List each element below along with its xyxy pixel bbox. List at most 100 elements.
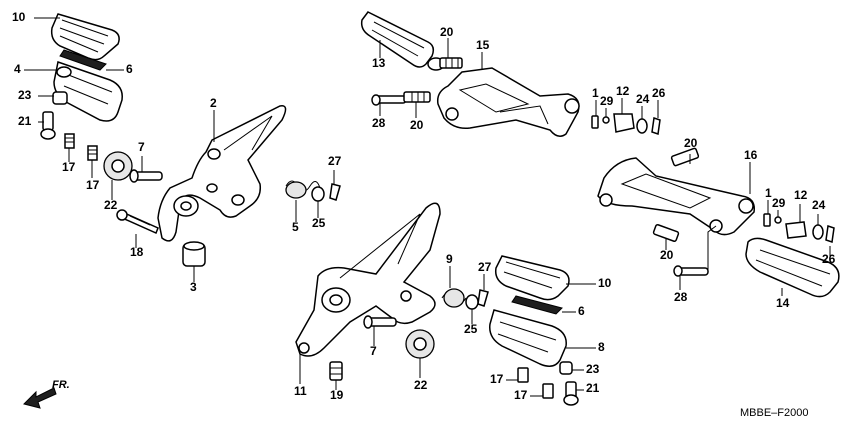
bolt-18: [116, 209, 159, 235]
bolt-1-upper: [591, 115, 599, 129]
rubber-23-right: [559, 361, 573, 375]
bolt-1-lower: [763, 213, 771, 227]
bracket-15: [436, 67, 580, 137]
bolt-19: [329, 361, 343, 381]
callout-4: 4: [14, 62, 21, 76]
damper-22-left: [103, 151, 133, 181]
callout-11: 11: [294, 384, 307, 398]
callout-6-topleft: 6: [126, 62, 133, 76]
callout-12-upper: 12: [616, 84, 630, 98]
washer-25-left: [311, 186, 325, 202]
bolt-17-right-lower: [542, 383, 554, 399]
callout-17-c: 17: [490, 372, 504, 386]
right-footpeg-assembly: [489, 255, 579, 406]
footpeg-plate-left: [59, 49, 107, 71]
bolt-20-middle: [403, 91, 431, 103]
footpeg-plate-right: [511, 295, 563, 315]
pin-7-left: [129, 169, 163, 183]
collar-3: [182, 241, 206, 267]
callout-16: 16: [744, 148, 758, 162]
callout-29-upper: 29: [600, 94, 614, 108]
callout-7-lower: 7: [370, 344, 377, 358]
callout-20-a: 20: [440, 25, 454, 39]
callout-20-b: 20: [410, 118, 424, 132]
callout-29-lower: 29: [772, 196, 786, 210]
callout-17-a: 17: [62, 160, 76, 174]
footpeg-rubber-left: [50, 13, 120, 61]
part-24-lower: [812, 224, 824, 240]
callout-14: 14: [776, 296, 790, 310]
rubber-23-left: [52, 91, 68, 105]
footpeg-rubber-right: [494, 255, 570, 301]
washer-29-upper: [602, 116, 610, 124]
callout-17-b: 17: [86, 178, 100, 192]
callout-22-lower: 22: [414, 378, 428, 392]
cotter-pin-27-left: [329, 183, 341, 201]
bracket-11: [295, 202, 441, 357]
callout-28-upper: 28: [372, 116, 386, 130]
callout-labels: 10 4 6 23 21 17 17 22 7 18 2 3 5 25 27 1…: [12, 10, 836, 402]
callout-7-topleft: 7: [138, 140, 145, 154]
part-26-upper: [651, 117, 661, 135]
callout-24-upper: 24: [636, 92, 650, 106]
bracket-15-assembly: [360, 11, 661, 137]
callout-25-topleft: 25: [312, 216, 326, 230]
callout-22-topleft: 22: [104, 198, 118, 212]
pin-28-upper: [371, 94, 407, 106]
callout-19: 19: [330, 388, 344, 402]
leader-lines: [24, 17, 831, 397]
bracket-16: [597, 157, 755, 236]
callout-5: 5: [292, 220, 299, 234]
callout-17-d: 17: [514, 388, 528, 402]
pin-21-left: [40, 111, 56, 140]
arrow-icon: [23, 387, 57, 409]
callout-10-lower: 10: [598, 276, 612, 290]
bracket-16-assembly: [597, 147, 840, 298]
bolt-17-lower: [87, 145, 98, 161]
spring-9: [441, 288, 467, 308]
left-footpeg-assembly: [40, 13, 341, 267]
diagram-code: MBBE–F2000: [740, 407, 808, 419]
part-12-upper: [613, 113, 635, 133]
callout-25-lower: 25: [464, 322, 478, 336]
part-12-lower: [785, 221, 807, 239]
cotter-pin-27-lower: [477, 289, 489, 307]
callout-8: 8: [598, 340, 605, 354]
callout-1-upper: 1: [592, 86, 599, 100]
spring-5-left: [285, 180, 321, 199]
callout-12-lower: 12: [794, 188, 808, 202]
footpeg-body-right: [489, 309, 567, 367]
callout-26-upper: 26: [652, 86, 666, 100]
callout-1-lower: 1: [765, 186, 772, 200]
callout-23-lower: 23: [586, 362, 600, 376]
pin-7-lower: [363, 315, 397, 329]
callout-28-lower: 28: [674, 290, 688, 304]
bracket-11-assembly: [295, 202, 489, 381]
bolt-20-right-upper: [670, 147, 700, 167]
damper-22-lower: [405, 329, 435, 359]
part-24-upper: [636, 118, 648, 134]
bolt-20-upper: [439, 57, 463, 69]
callout-20-c: 20: [684, 136, 698, 150]
callout-24-lower: 24: [812, 198, 826, 212]
front-direction-indicator: FR.: [23, 379, 70, 409]
pin-28-lower: [673, 265, 709, 277]
callout-18: 18: [130, 245, 144, 259]
callout-3: 3: [190, 280, 197, 294]
bolt-20-right-lower: [652, 224, 680, 242]
washer-29-lower: [774, 216, 782, 224]
callout-21-lower: 21: [586, 381, 600, 395]
callout-10-topleft: 10: [12, 10, 26, 24]
callout-2: 2: [210, 96, 217, 110]
bracket-2: [157, 105, 287, 242]
direction-label: FR.: [52, 379, 70, 391]
callout-27-topleft: 27: [328, 154, 342, 168]
bolt-17-upper: [64, 133, 75, 149]
footpeg-14: [745, 237, 840, 298]
pin-21-right: [563, 381, 579, 406]
callout-13: 13: [372, 56, 386, 70]
callout-20-d: 20: [660, 248, 674, 262]
callout-27-lower: 27: [478, 260, 492, 274]
callout-6-lower: 6: [578, 304, 585, 318]
